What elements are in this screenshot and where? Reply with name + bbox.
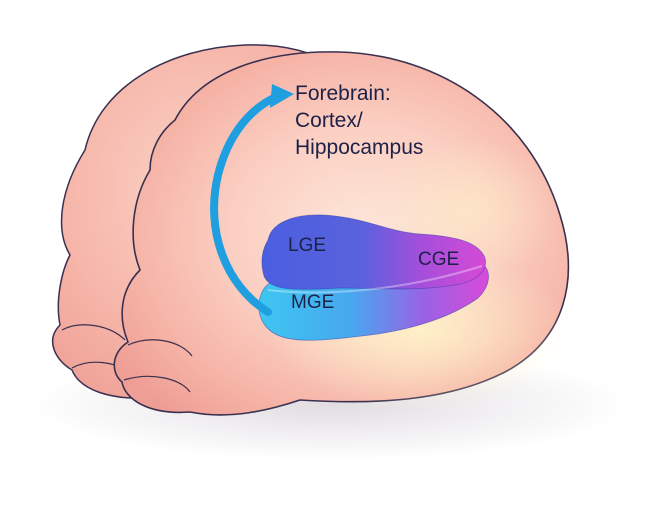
back-hemisphere-lobe-line xyxy=(61,324,126,341)
ganglionic-eminences xyxy=(258,214,489,341)
forebrain-label-line-2: Cortex/ xyxy=(295,109,363,132)
forebrain-label-line-1: Forebrain: xyxy=(295,82,391,105)
migration-arrow-head xyxy=(270,84,294,108)
eminence-fold-line xyxy=(267,265,483,294)
front-lobe-line-2 xyxy=(123,375,191,393)
lge-label: LGE xyxy=(288,235,326,256)
mge-label: MGE xyxy=(291,292,334,313)
front-lobe-line xyxy=(127,339,193,357)
migration-arrow xyxy=(210,92,282,316)
forebrain-label: Forebrain: Cortex/ Hippocampus xyxy=(295,82,423,159)
lge-region xyxy=(261,214,486,290)
cge-label: CGE xyxy=(418,249,459,270)
forebrain-label-line-3: Hippocampus xyxy=(295,136,423,159)
